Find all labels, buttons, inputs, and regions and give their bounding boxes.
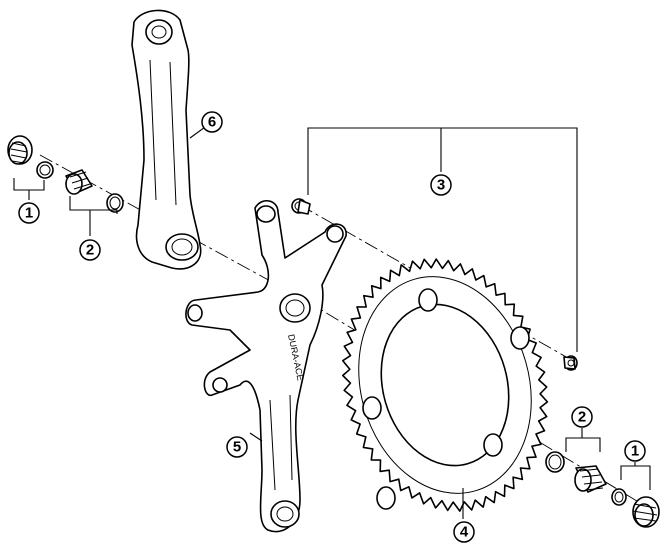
- right-adapter-part: [545, 451, 607, 493]
- callout-label: 1: [631, 443, 639, 460]
- chainring-bolt-hole: [510, 326, 530, 350]
- callout-3: 3: [430, 174, 452, 196]
- left-bb-cup-part: [7, 135, 54, 179]
- callout-6: 6: [201, 111, 223, 133]
- callout-label: 4: [460, 524, 469, 541]
- chainring-bolt-hole: [418, 288, 438, 312]
- chainring-bolt-hole: [376, 486, 396, 510]
- callout-label: 1: [25, 205, 33, 222]
- callout-label: 3: [437, 177, 445, 194]
- callout-2-right: 2: [571, 406, 593, 428]
- callout-4: 4: [453, 521, 475, 543]
- callout-5: 5: [226, 436, 248, 458]
- chainring-bolts-part: [291, 198, 578, 371]
- callout-label: 6: [208, 114, 216, 131]
- chainring-part: [341, 258, 549, 512]
- callout-1-right: 1: [624, 440, 646, 462]
- callout-1-left: 1: [18, 202, 40, 224]
- right-crank-arm: DURA-ACE: [185, 200, 347, 533]
- right-bb-cup-part: [611, 488, 660, 528]
- left-crank-arm: [131, 9, 202, 270]
- chainring-bolt-hole: [362, 396, 382, 420]
- callout-label: 5: [233, 439, 241, 456]
- callout-label: 2: [86, 242, 94, 259]
- chainring-bolt-hole: [483, 433, 503, 457]
- left-adapter-part: [65, 169, 124, 213]
- callout-label: 2: [578, 409, 586, 426]
- callout-2-left: 2: [79, 239, 101, 261]
- callout-leaders: [13, 121, 651, 519]
